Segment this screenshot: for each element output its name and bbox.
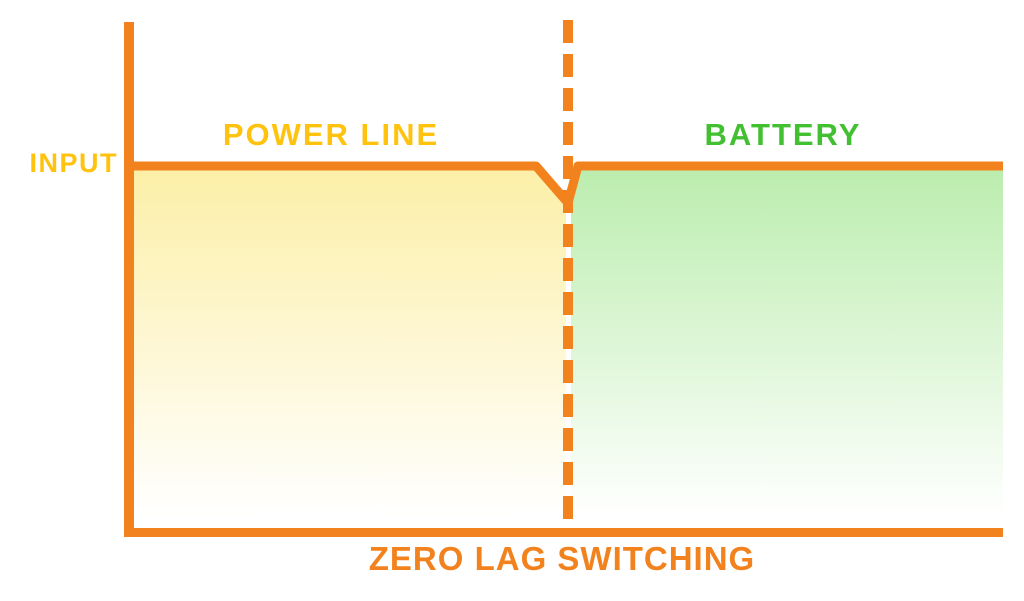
diagram-title: ZERO LAG SWITCHING	[369, 540, 755, 577]
battery-region-label: BATTERY	[705, 117, 862, 152]
power-line-region-fill	[134, 168, 566, 528]
input-signal-line	[126, 161, 1003, 208]
power-line-region-label: POWER LINE	[223, 117, 439, 152]
input-axis-label: INPUT	[30, 148, 119, 178]
battery-region-fill	[571, 168, 1003, 528]
